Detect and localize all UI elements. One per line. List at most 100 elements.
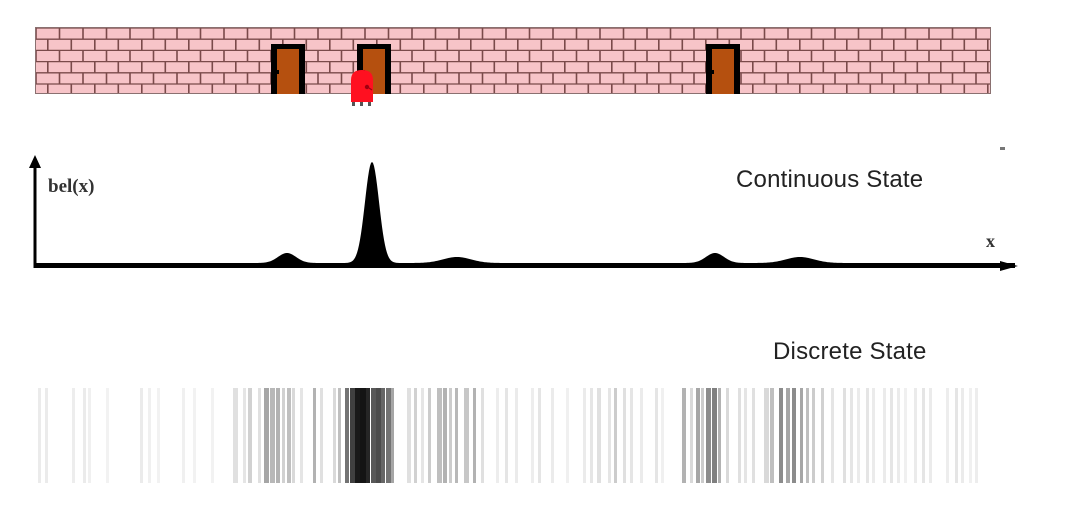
belief-bar <box>597 388 601 483</box>
brick-wall <box>35 27 991 94</box>
belief-bar <box>806 388 809 483</box>
belief-bar <box>421 388 424 483</box>
belief-bar <box>857 388 860 483</box>
belief-bar <box>614 388 617 483</box>
artifact-mark <box>1000 147 1005 150</box>
door-3 <box>706 44 740 94</box>
belief-bar <box>38 388 41 483</box>
belief-bar <box>551 388 554 483</box>
belief-bar <box>786 388 790 483</box>
belief-bar <box>243 388 246 483</box>
belief-bar <box>843 388 846 483</box>
belief-bar <box>414 388 417 483</box>
belief-bar <box>904 388 907 483</box>
belief-bar <box>866 388 869 483</box>
belief-bar <box>407 388 411 483</box>
belief-bar <box>270 388 275 483</box>
continuous-state-title: Continuous State <box>736 166 924 193</box>
belief-bar <box>515 388 518 483</box>
belief-bar <box>661 388 664 483</box>
y-axis <box>29 155 41 268</box>
belief-bar <box>738 388 741 483</box>
belief-bar <box>718 388 721 483</box>
door-knob-icon <box>274 70 279 74</box>
belief-bar <box>682 388 686 483</box>
belief-bar <box>386 388 391 483</box>
belief-bar <box>455 388 458 483</box>
belief-bar <box>313 388 316 483</box>
belief-bar <box>914 388 917 483</box>
belief-bar <box>821 388 824 483</box>
belief-bar <box>355 388 360 483</box>
belief-bar <box>381 388 385 483</box>
belief-bar <box>712 388 717 483</box>
belief-bar <box>608 388 611 483</box>
belief-bar <box>800 388 803 483</box>
belief-bar <box>770 388 774 483</box>
belief-bar <box>655 388 658 483</box>
belief-bar <box>258 388 261 483</box>
belief-bar <box>897 388 900 483</box>
belief-bar <box>473 388 476 483</box>
belief-bar <box>726 388 729 483</box>
belief-bar <box>371 388 376 483</box>
belief-bar <box>391 388 394 483</box>
y-axis-arrow-icon <box>29 155 41 168</box>
belief-bar <box>248 388 252 483</box>
belief-bar <box>233 388 238 483</box>
belief-bar <box>496 388 499 483</box>
belief-bar <box>282 388 285 483</box>
belief-bar <box>696 388 700 483</box>
belief-bar <box>890 388 893 483</box>
belief-bar <box>45 388 48 483</box>
belief-bar <box>583 388 586 483</box>
door-panel <box>277 49 299 94</box>
belief-bar <box>883 388 886 483</box>
belief-bar <box>623 388 626 483</box>
door-knob-icon <box>709 70 714 74</box>
belief-bar <box>300 388 303 483</box>
belief-bar <box>922 388 925 483</box>
belief-bar <box>360 388 366 483</box>
discrete-belief-bars <box>0 388 1070 483</box>
belief-bar <box>792 388 796 483</box>
belief-bar <box>850 388 853 483</box>
belief-bar <box>88 388 91 483</box>
x-axis-arrow-icon <box>1000 261 1018 271</box>
brick-pattern <box>36 28 990 93</box>
x-axis <box>1000 261 1018 271</box>
belief-bar <box>538 388 541 483</box>
belief-bar <box>287 388 291 483</box>
y-axis-label: bel(x) <box>48 176 95 197</box>
belief-bar <box>72 388 75 483</box>
x-axis-label: x <box>986 231 995 251</box>
belief-bar <box>812 388 815 483</box>
belief-bar <box>764 388 769 483</box>
belief-bar <box>872 388 875 483</box>
continuous-belief-chart <box>29 155 1018 271</box>
belief-bar <box>211 388 214 483</box>
belief-bar <box>969 388 972 483</box>
belief-bar <box>975 388 978 483</box>
discrete-state-title: Discrete State <box>773 338 927 365</box>
belief-bar <box>292 388 295 483</box>
belief-bar <box>481 388 484 483</box>
belief-bar <box>437 388 442 483</box>
belief-bar <box>157 388 160 483</box>
belief-bar <box>350 388 355 483</box>
belief-bar <box>505 388 508 483</box>
belief-bar <box>366 388 370 483</box>
belief-bar <box>779 388 783 483</box>
belief-bar <box>831 388 834 483</box>
belief-bar <box>443 388 447 483</box>
belief-bar <box>333 388 336 483</box>
belief-bar <box>955 388 958 483</box>
door-panel <box>712 49 734 94</box>
belief-bar <box>83 388 86 483</box>
belief-bar <box>148 388 151 483</box>
belief-bar <box>640 388 643 483</box>
belief-bar <box>320 388 323 483</box>
belief-bar <box>701 388 704 483</box>
belief-bar <box>345 388 349 483</box>
belief-bar <box>106 388 109 483</box>
